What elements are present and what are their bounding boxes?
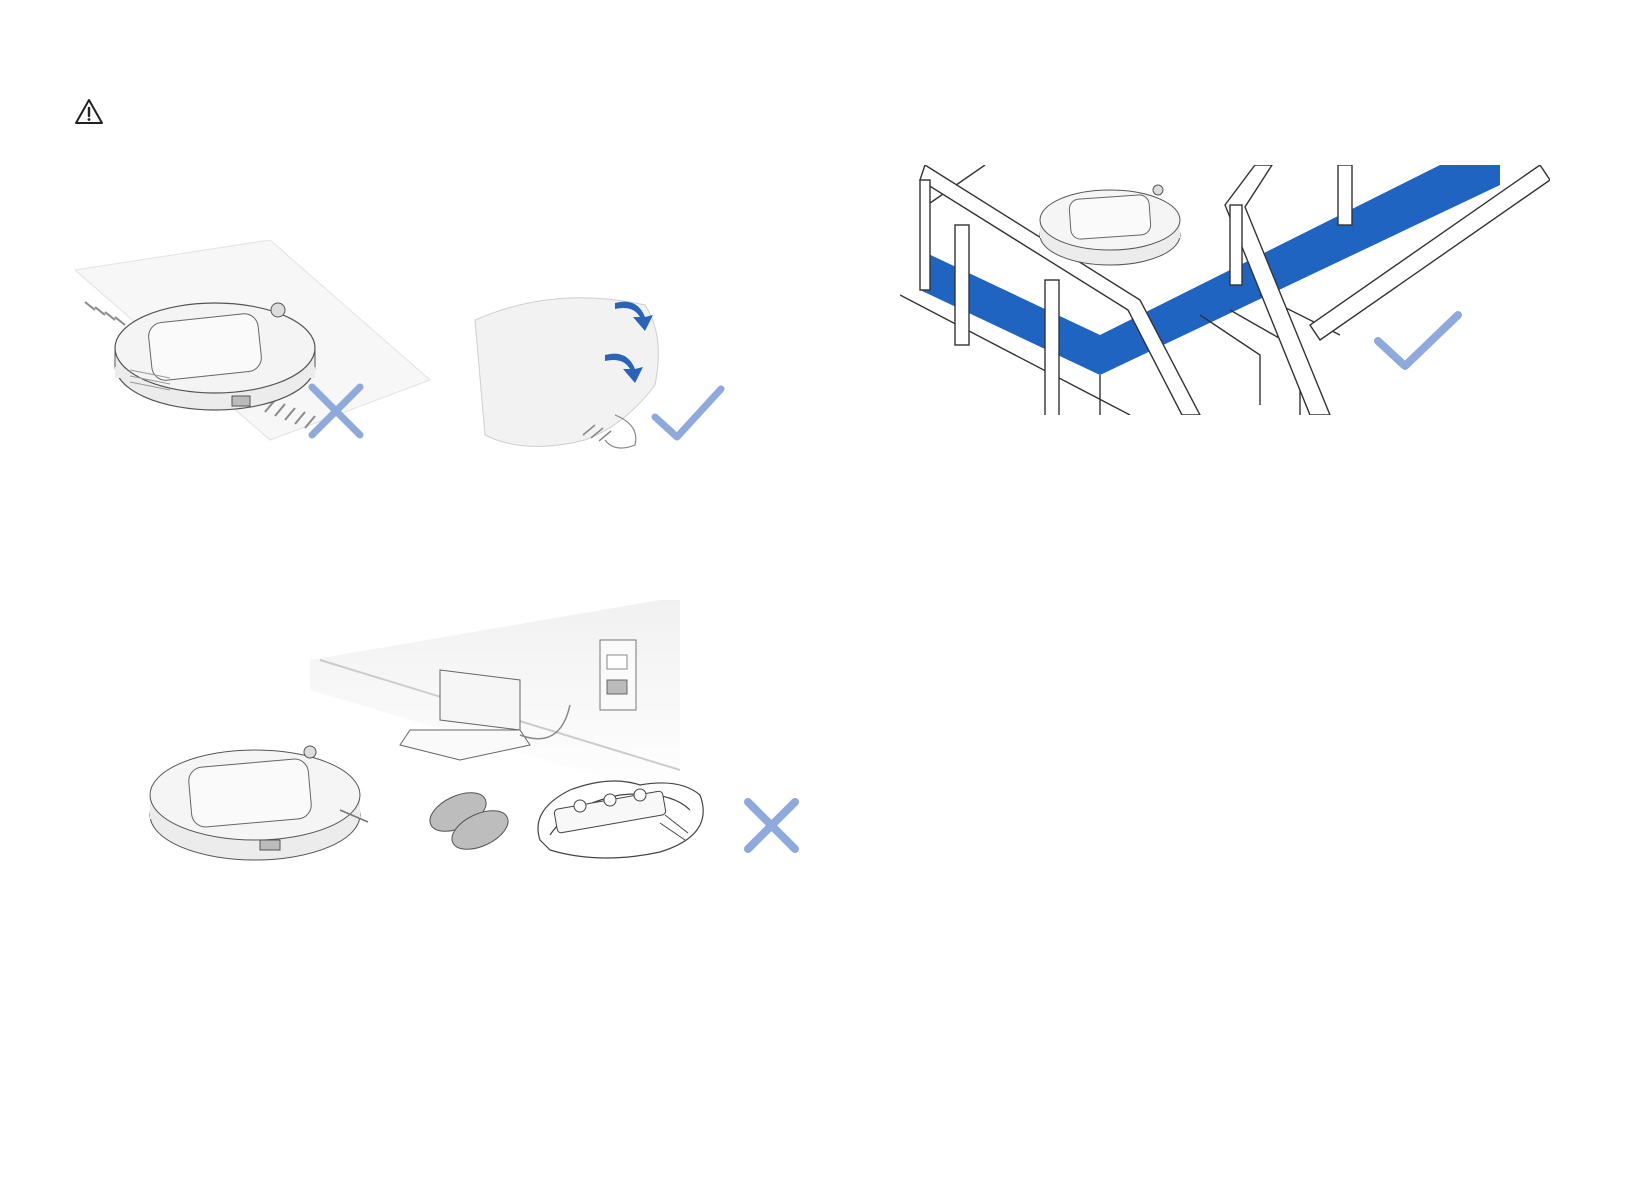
illustration-floor-obstacles [140,600,820,930]
illustration-carpet-tassels [70,240,440,470]
robot-vacuum-icon [115,303,315,410]
cross-mark-icon [748,802,795,849]
slippers-icon [424,785,514,857]
warning-triangle-icon [74,98,104,126]
illustration-carpet-tassels-folded [465,275,740,475]
illustration-stairs-cliff [900,165,1550,415]
check-mark-icon [655,389,721,437]
check-mark-icon [1378,315,1458,366]
wall-outlet-icon [600,640,636,710]
robot-vacuum-icon [150,746,368,860]
robot-vacuum-icon [1040,185,1180,265]
